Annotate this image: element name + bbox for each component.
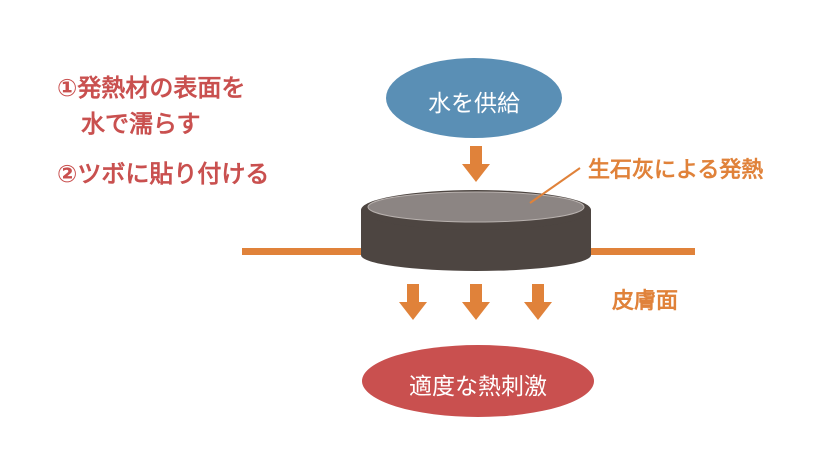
water-arrow-icon bbox=[462, 146, 490, 182]
water-supply-label: 水を供給 bbox=[428, 91, 520, 117]
heat-source-annotation: 生石灰による発熱 bbox=[588, 158, 764, 183]
heat-arrow-icon bbox=[399, 284, 427, 320]
thermal-stimulus-label: 適度な熱刺激 bbox=[409, 374, 547, 400]
step-1-line-1: ①発熱材の表面を bbox=[57, 74, 246, 102]
step-1-line-2: 水で濡らす bbox=[81, 110, 201, 138]
heating-disc bbox=[361, 190, 591, 271]
instruction-steps: ①発熱材の表面を 水で濡らす ②ツボに貼り付ける bbox=[57, 70, 269, 192]
annotation-leader-line bbox=[529, 167, 581, 204]
water-supply-ellipse bbox=[386, 58, 562, 138]
heat-arrow-icon bbox=[524, 284, 552, 320]
skin-surface-annotation: 皮膚面 bbox=[612, 289, 679, 314]
step-2: ②ツボに貼り付ける bbox=[57, 160, 270, 188]
thermal-stimulus-ellipse bbox=[362, 345, 594, 417]
heat-arrow-icon bbox=[462, 284, 490, 320]
